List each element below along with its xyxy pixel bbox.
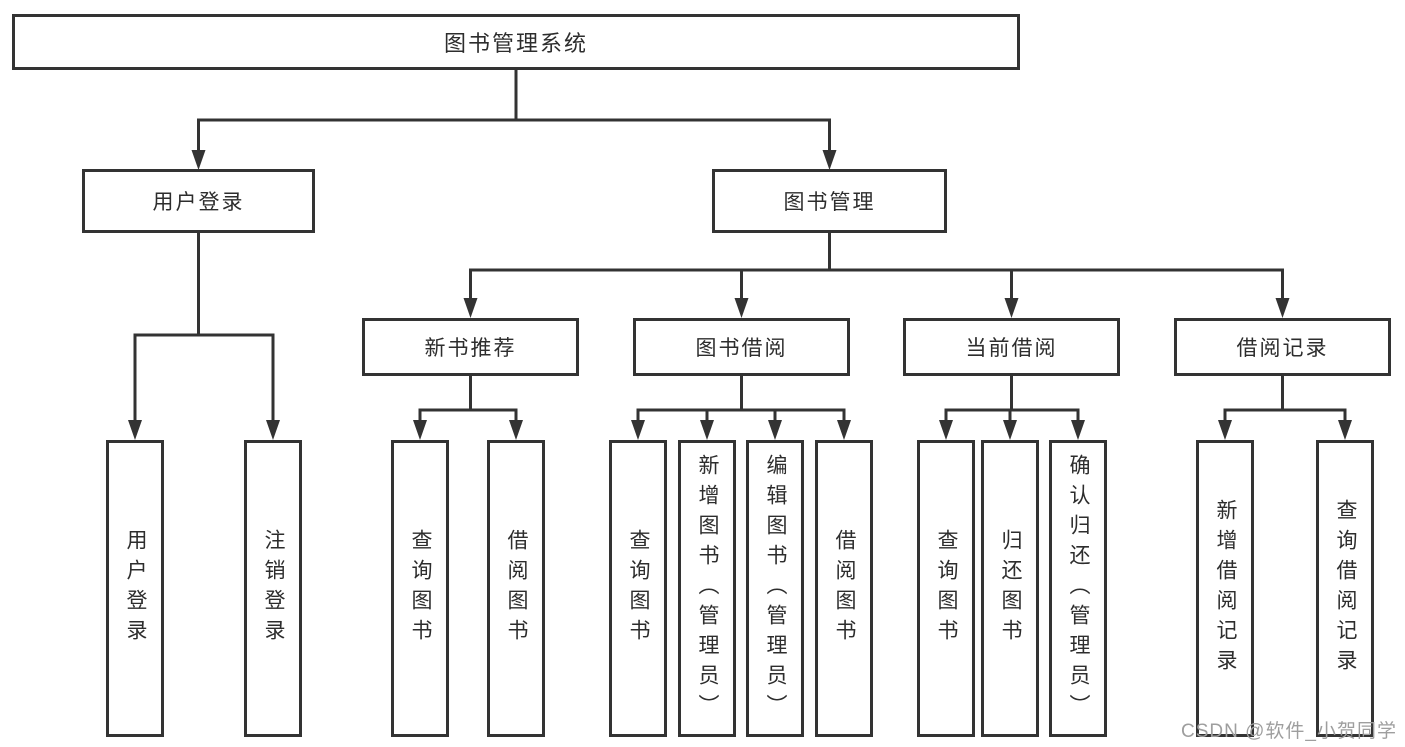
node-leaf-confirm-return-admin: 确认归还（管理员） [1049, 440, 1107, 737]
csdn-watermark: CSDN @软件_小贺同学 [1181, 721, 1397, 742]
arrowhead [1071, 420, 1085, 440]
arrowhead [191, 150, 206, 170]
connector-borrow-records-to-leaves [1223, 376, 1347, 420]
node-leaf-query-book-current: 查询图书 [917, 440, 975, 737]
node-leaf-add-borrow-record: 新增借阅记录 [1196, 440, 1254, 737]
connector-user-login-to-leaves [133, 232, 275, 420]
node-current-borrowing: 当前借阅 [903, 318, 1120, 376]
arrowhead [734, 298, 749, 318]
arrowhead [1218, 420, 1232, 440]
node-leaf-query-borrow-record: 查询借阅记录 [1316, 440, 1374, 737]
node-leaf-add-book-admin: 新增图书（管理员） [678, 440, 736, 737]
arrowhead [1004, 298, 1019, 318]
node-leaf-return-book: 归还图书 [981, 440, 1039, 737]
arrowhead [1275, 298, 1290, 318]
node-leaf-user-login: 用户登录 [106, 440, 164, 737]
arrowhead [266, 420, 280, 440]
arrowhead [700, 420, 714, 440]
arrowhead [768, 420, 782, 440]
arrowhead [822, 150, 837, 170]
node-leaf-logout: 注销登录 [244, 440, 302, 737]
arrowhead [1338, 420, 1352, 440]
node-leaf-borrow-book-rec: 借阅图书 [487, 440, 545, 737]
arrowhead [128, 420, 142, 440]
node-leaf-query-book-rec: 查询图书 [391, 440, 449, 737]
node-book-borrowing: 图书借阅 [633, 318, 850, 376]
node-leaf-edit-book-admin: 编辑图书（管理员） [746, 440, 804, 737]
arrowhead [631, 420, 645, 440]
node-user-login: 用户登录 [82, 169, 315, 233]
connector-current-borrow-to-leaves [944, 376, 1080, 420]
node-library-management-system: 图书管理系统 [12, 14, 1020, 70]
arrowhead [939, 420, 953, 440]
arrowhead [509, 420, 523, 440]
node-borrowing-records: 借阅记录 [1174, 318, 1391, 376]
arrowhead [413, 420, 427, 440]
arrowhead [837, 420, 851, 440]
node-leaf-query-book-mgmt: 查询图书 [609, 440, 667, 737]
connector-book-mgmt-to-level3 [469, 232, 1284, 298]
connector-book-borrow-to-leaves [636, 376, 846, 420]
node-leaf-borrow-book-mgmt: 借阅图书 [815, 440, 873, 737]
node-new-book-recommendation: 新书推荐 [362, 318, 579, 376]
node-book-management: 图书管理 [712, 169, 947, 233]
connector-root-to-level2 [197, 70, 831, 150]
arrowhead [1003, 420, 1017, 440]
connector-new-book-rec-to-leaves [418, 376, 518, 420]
arrowhead [463, 298, 478, 318]
